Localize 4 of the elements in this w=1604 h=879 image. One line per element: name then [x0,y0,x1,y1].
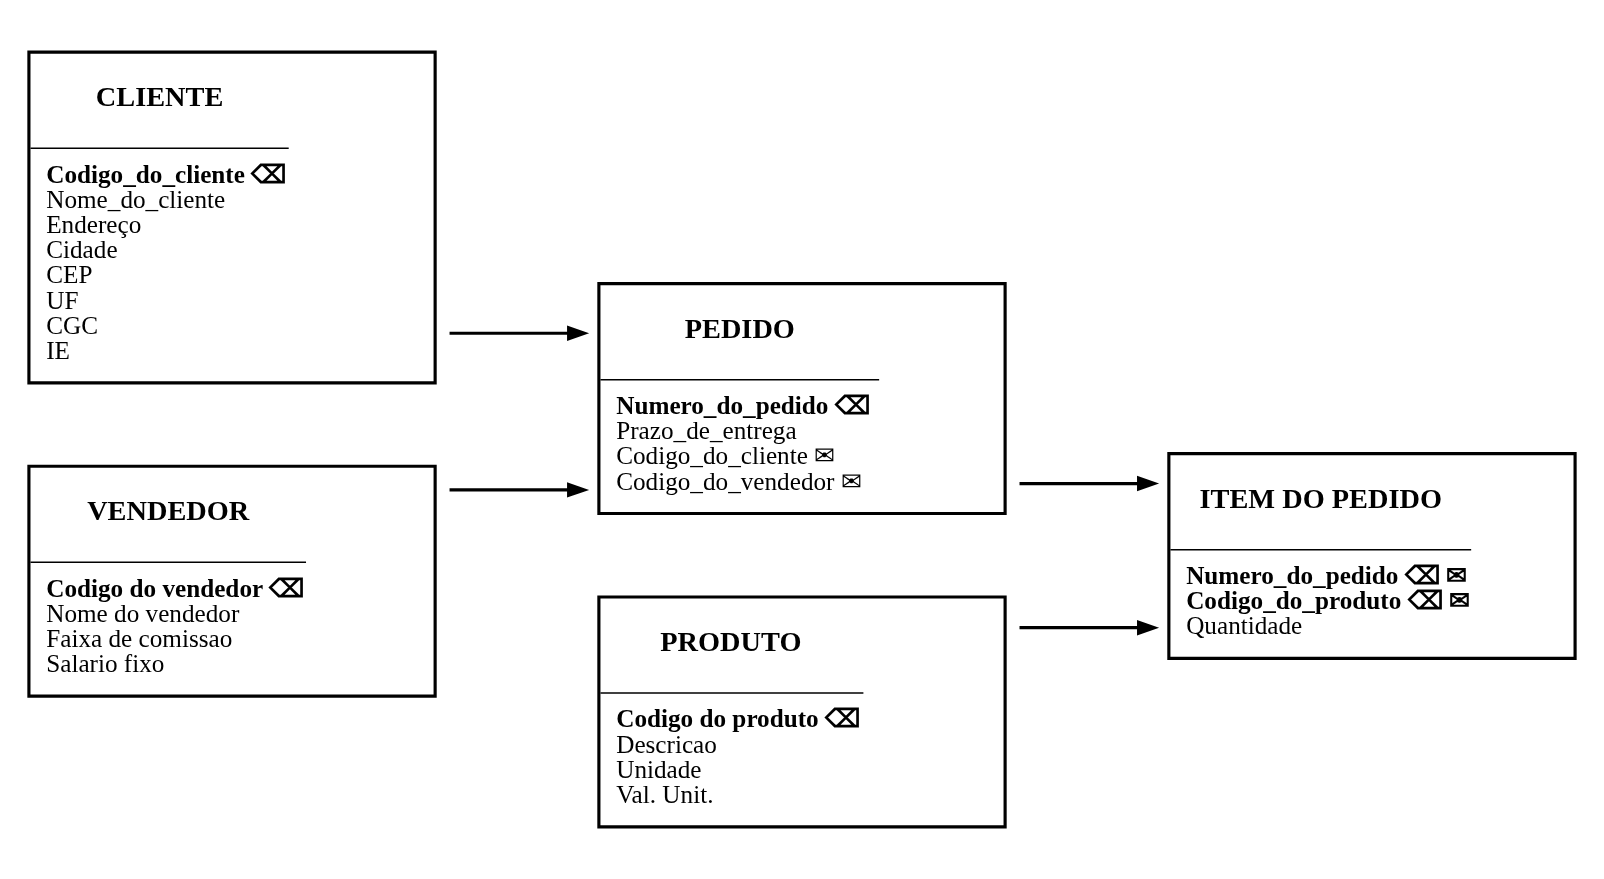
arrow [449,482,590,498]
arrow [449,325,590,341]
arrow [1019,475,1160,492]
arrow [1019,619,1160,636]
